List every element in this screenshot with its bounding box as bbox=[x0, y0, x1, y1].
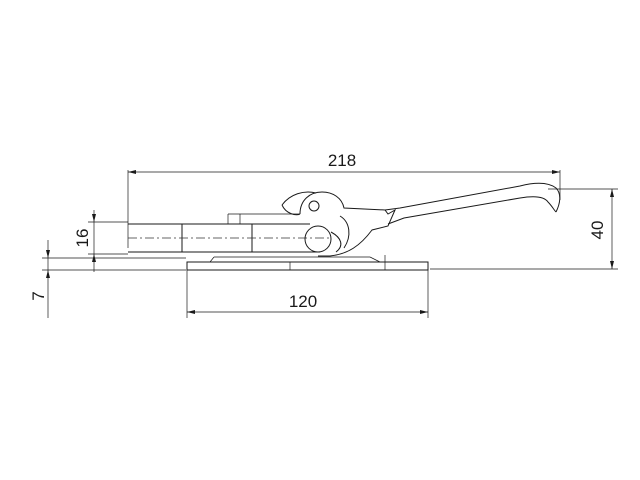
overall-length-label: 218 bbox=[328, 151, 356, 170]
bar-diameter-label: 16 bbox=[73, 229, 92, 248]
dimension-base-length: 120 bbox=[186, 270, 429, 318]
base-plate bbox=[186, 255, 429, 271]
latch-assembly bbox=[128, 182, 561, 271]
height-label: 40 bbox=[588, 221, 607, 240]
dimension-bar-diameter: 16 bbox=[73, 210, 128, 272]
dimension-height: 40 bbox=[430, 188, 618, 270]
base-length-label: 120 bbox=[289, 292, 317, 311]
base-thickness-label: 7 bbox=[29, 291, 48, 300]
dimension-base-thickness: 7 bbox=[29, 240, 186, 318]
pivot-bracket bbox=[281, 191, 397, 257]
dimension-overall-length: 218 bbox=[127, 151, 561, 248]
hook-bar bbox=[128, 213, 320, 253]
lever-handle bbox=[384, 182, 561, 225]
